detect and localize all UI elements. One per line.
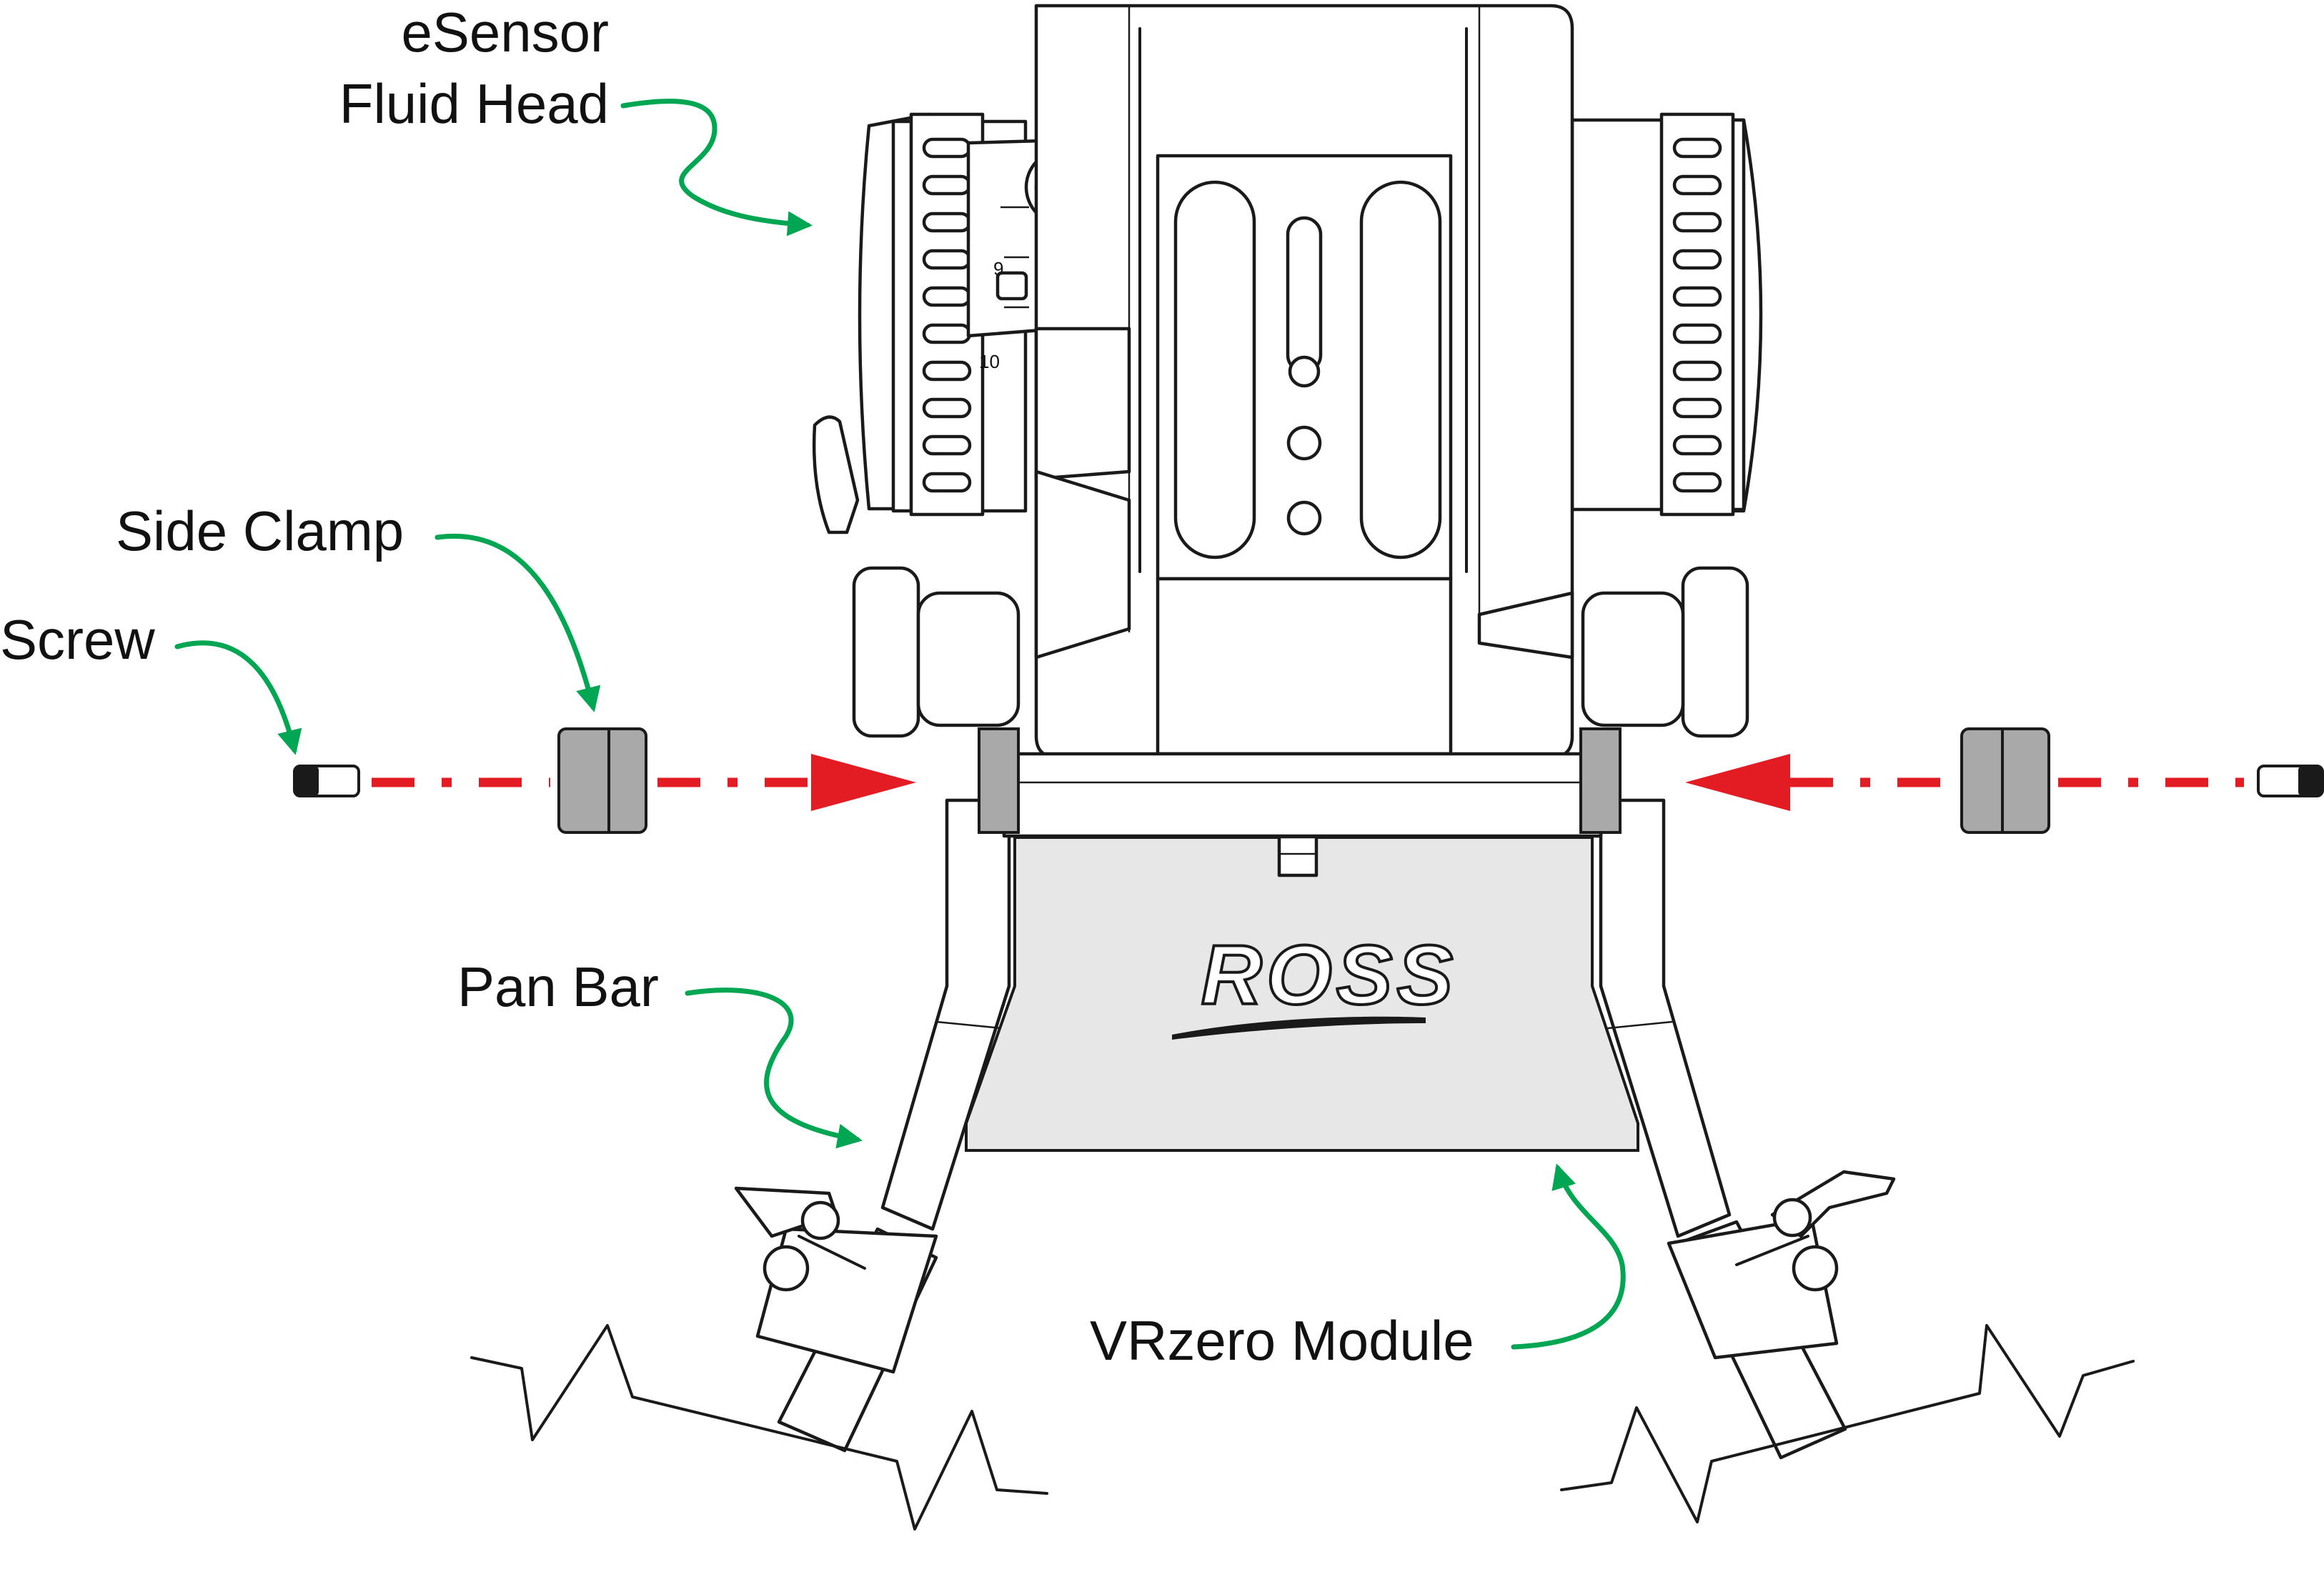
vrzero-module: ROSS [965,816,1639,1152]
svg-text:eSensor: eSensor [401,1,609,64]
label-side-clamp: Side Clamp [116,499,601,712]
svg-text:Pan Bar: Pan Bar [457,955,659,1018]
ring-slot [1672,434,1722,456]
ring-slot [1672,249,1722,270]
assembly-arrow-right [1685,754,2244,811]
left-leg-clamp [734,1186,938,1374]
fluid-head: 9 10 [812,4,1763,838]
ring-slot [922,137,972,159]
svg-text:Fluid Head: Fluid Head [339,72,609,135]
ring-slot [922,286,972,307]
ross-logo: ROSS [1172,927,1457,1040]
right-drum-ring [1659,112,1735,517]
ring-slot [922,397,972,419]
ring-slot [922,174,972,196]
label-vrzero-module: VRzero Module [1090,1163,1626,1372]
svg-text:ROSS: ROSS [1201,928,1457,1023]
ring-slot [922,212,972,233]
left-pan-knob [852,566,1021,738]
screw-right [2257,765,2324,797]
svg-text:Side Clamp: Side Clamp [116,499,404,562]
ring-slot [1672,286,1722,307]
ring-slot [922,323,972,344]
tilt-lock-lever [812,415,860,534]
label-pan-bar: Pan Bar [457,955,863,1149]
ring-slot [922,472,972,493]
ring-slot [1672,360,1722,382]
ring-slot [922,360,972,382]
installed-clamp-left [978,727,1020,834]
installed-clamp-right [1579,727,1622,834]
ring-slot [1672,472,1722,493]
ground-break-left [470,1324,1048,1531]
right-pan-knob [1581,566,1749,738]
label-screw: Screw [0,608,302,755]
screw-left [293,765,360,797]
ring-slot [922,249,972,270]
ring-slot [1672,137,1722,159]
assembly-arrow-left [372,754,916,811]
ring-slot [1672,212,1722,233]
ring-slot [1672,397,1722,419]
svg-text:Screw: Screw [0,608,155,671]
svg-text:10: 10 [979,351,1000,372]
ring-slot [1672,174,1722,196]
svg-text:VRzero Module: VRzero Module [1090,1309,1474,1372]
label-fluid-head: eSensor Fluid Head [339,1,813,237]
ground-break-right [1560,1324,2135,1523]
side-clamp-left [557,727,647,834]
side-clamp-right [1960,727,2050,834]
ring-slot [922,434,972,456]
ring-slot [1672,323,1722,344]
camera-plate [1156,154,1453,581]
right-leg-clamp [1667,1170,1896,1360]
